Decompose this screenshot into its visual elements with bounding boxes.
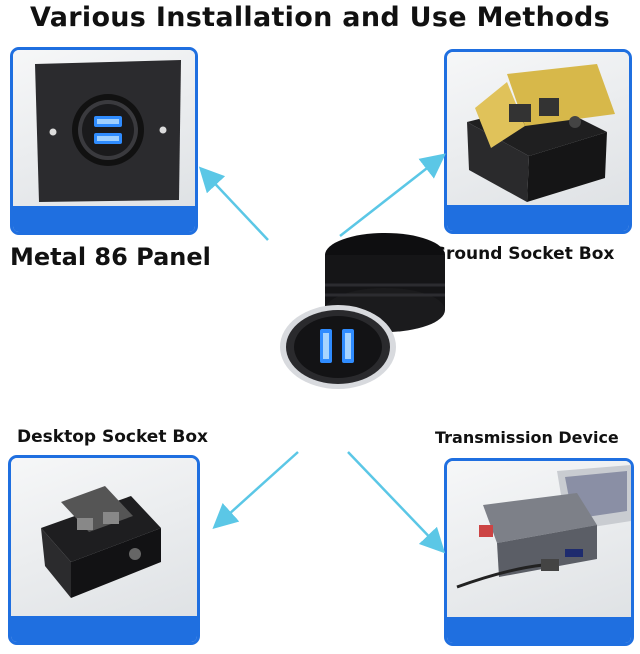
card-ground-socket-box: [444, 49, 632, 234]
label-desktop-socket-box: Desktop Socket Box: [17, 427, 208, 447]
arrow-icon: [212, 451, 299, 530]
desktop-socket-box-image: [41, 486, 161, 598]
card-desktop-socket-box: [8, 455, 200, 645]
arrow-icon: [347, 451, 446, 554]
card-metal-86-panel: [10, 47, 198, 235]
metal-86-panel-image: [35, 60, 181, 202]
transmission-device-image: [456, 465, 631, 589]
label-metal-86-panel: Metal 86 Panel: [10, 243, 211, 271]
usb-port-icon: [320, 329, 354, 363]
label-transmission-device: Transmission Device: [435, 428, 619, 447]
arrow-icon: [198, 166, 269, 241]
card-transmission-device: [444, 458, 634, 646]
usb-socket-product-image: [280, 233, 445, 389]
ground-socket-box-image: [467, 64, 615, 202]
page-title: Various Installation and Use Methods: [30, 2, 610, 33]
arrow-icon: [339, 153, 446, 237]
label-ground-socket-box: Ground Socket Box: [432, 244, 615, 264]
